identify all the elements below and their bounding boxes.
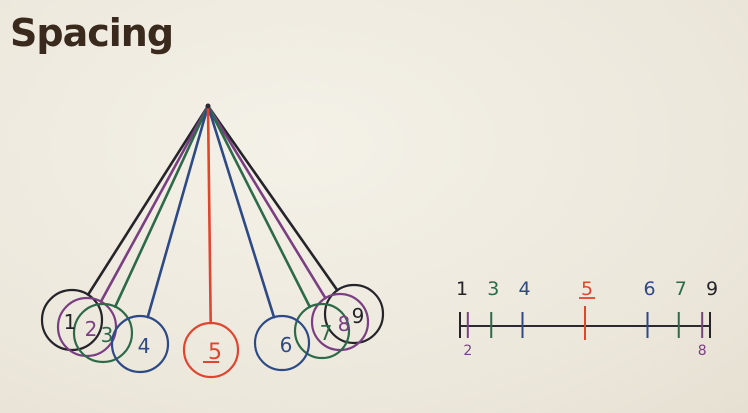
pendulum-string-2 <box>99 104 210 303</box>
pendulum-string-1 <box>86 104 210 297</box>
timeline-label-8: 8 <box>698 343 707 359</box>
timeline-label-7: 7 <box>675 278 687 300</box>
pendulum-bob-1 <box>40 288 104 352</box>
pendulum-string-8 <box>206 104 327 300</box>
pendulum-string-4 <box>146 104 210 319</box>
pendulum-label-4: 4 <box>138 334 151 358</box>
timeline-label-2: 2 <box>463 343 472 359</box>
pendulum-label-7: 7 <box>320 321 333 345</box>
pendulum-bob-7 <box>293 302 351 360</box>
timeline-label-3: 3 <box>487 278 499 300</box>
pendulum-label-1: 1 <box>64 310 77 334</box>
pendulum-bob-6 <box>253 314 311 372</box>
page-title: Spacing <box>10 11 174 55</box>
pendulum-bob-5 <box>182 321 240 379</box>
pendulum-label-2: 2 <box>85 317 98 341</box>
pendulum-label-3: 3 <box>101 323 114 347</box>
pendulum-string-3 <box>113 104 210 309</box>
pendulum-bob-9 <box>323 283 385 345</box>
timeline-label-1: 1 <box>456 278 468 300</box>
pendulum-string-7 <box>206 104 312 309</box>
pendulum-pivot <box>205 103 211 109</box>
timeline-label-4: 4 <box>518 278 530 300</box>
timeline-label-6: 6 <box>643 278 655 300</box>
pendulum-label-9: 9 <box>352 304 365 328</box>
pendulum-string-9 <box>206 104 339 292</box>
timeline-label-9: 9 <box>706 278 718 300</box>
timeline-label-5: 5 <box>581 278 593 300</box>
pendulum-label-6: 6 <box>280 333 293 357</box>
pendulum-label-8: 8 <box>338 312 351 336</box>
pendulum-bob-4 <box>110 314 170 374</box>
pendulum-string-6 <box>206 104 276 319</box>
pendulum-bob-3 <box>72 302 134 364</box>
pendulum-label-5: 5 <box>208 340 222 365</box>
pendulum-string-5 <box>206 104 212 325</box>
